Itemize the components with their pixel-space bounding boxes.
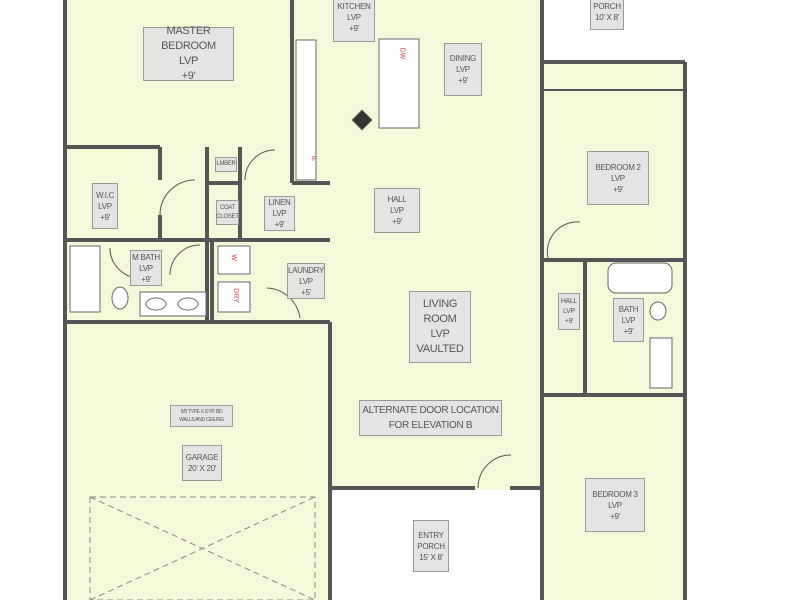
room-name: KITCHEN	[337, 1, 371, 11]
dishwasher-label: DW	[398, 47, 406, 60]
floor-type: LVP	[178, 55, 199, 67]
floor-type: LVP	[608, 500, 622, 510]
room-name: BEDROOM 3	[592, 489, 638, 499]
ceiling-height: +9'	[613, 184, 623, 194]
floor-type: LVP	[139, 263, 153, 273]
room-name: GARAGE	[185, 453, 219, 462]
floor-type: LVP	[611, 173, 625, 183]
floor-type: LVP	[390, 206, 404, 215]
room-name: W.I.C	[95, 190, 115, 200]
ceiling-height: +9'	[141, 274, 151, 284]
note-line-2: WALLS AND CEILING	[179, 417, 224, 423]
ceiling-height: +9'	[610, 511, 620, 521]
washer-label: W	[229, 254, 237, 261]
floor-type: LVP	[456, 65, 470, 74]
ceiling-type: VAULTED	[416, 343, 464, 355]
dimensions: 10' X 8'	[595, 13, 619, 22]
room-label-garage: GARAGE 20' X 20'	[182, 445, 222, 481]
note-line-1: ALTERNATE DOOR LOCATION	[362, 405, 499, 416]
floor-type: LVP	[272, 209, 287, 218]
ceiling-height: +9'	[274, 220, 285, 229]
doors	[109, 149, 581, 489]
ceiling-height: +9'	[181, 70, 196, 82]
room-name: M BATH	[132, 252, 160, 262]
room-name: DINING	[449, 54, 477, 63]
room-name: HALL	[560, 297, 578, 305]
ceiling-height: +9'	[623, 326, 634, 336]
floor-type: LVP	[621, 315, 636, 325]
room-label-coat-closet: COAT CLOSET	[216, 200, 239, 225]
room-name: COAT	[219, 204, 236, 211]
garage-door	[89, 496, 316, 600]
room-name: BATH	[618, 304, 639, 314]
room-label-living-room: LIVING ROOM LVP VAULTED	[409, 291, 471, 363]
ceiling-height: +9'	[392, 217, 402, 226]
floor-type: LVP	[98, 201, 112, 211]
room-name-2: CLOSET	[216, 213, 239, 220]
ceiling-height: +9'	[458, 76, 468, 85]
note-alternate-door: ALTERNATE DOOR LOCATION FOR ELEVATION B	[359, 400, 502, 436]
room-label-rear-porch: PORCH 10' X 8'	[590, 0, 624, 30]
room-name: LINEN	[268, 198, 291, 207]
floor-type: LVP	[563, 307, 575, 315]
room-name-2: PORCH	[417, 541, 445, 551]
room-name: LAUNDRY	[288, 265, 324, 275]
ceiling-height: +9'	[349, 23, 359, 33]
room-label-hall: HALL LVP +9'	[374, 188, 420, 233]
fridge-label: F	[312, 156, 317, 163]
room-name-2: ROOM	[423, 313, 457, 325]
note-line-2: FOR ELEVATION B	[388, 420, 473, 431]
ceiling-height: +9'	[564, 317, 574, 325]
dimensions: 15' X 8'	[419, 552, 443, 562]
room-name: HALL	[387, 195, 407, 204]
room-name: PORCH	[593, 2, 621, 11]
room-name: BEDROOM 2	[595, 162, 641, 172]
ceiling-height: +5'	[301, 287, 311, 297]
room-label-dining: DINING LVP +9'	[444, 43, 482, 96]
floor-type: LVP	[299, 276, 313, 286]
floor-type: LVP	[347, 12, 361, 22]
room-label-linen: LINEN LVP +9'	[264, 196, 295, 231]
walls	[63, 0, 687, 600]
note-line-1: 5/8 TYPE X GYP. BD	[180, 409, 223, 415]
room-label-hall-2: HALL LVP +9'	[558, 293, 580, 330]
room-name: LIVING	[422, 298, 458, 310]
ceiling-height: +9'	[100, 212, 110, 222]
room-label-master-bedroom: MASTER BEDROOM LVP +9'	[143, 25, 234, 82]
dryer-label: DRY	[231, 288, 239, 303]
fixtures	[69, 38, 673, 389]
room-label-pantry: LMBER	[215, 157, 237, 172]
room-name: MASTER BEDROOM	[161, 25, 216, 52]
room-name: ENTRY	[418, 530, 444, 540]
floor-type: LVP	[430, 328, 450, 340]
room-name: LMBER	[216, 161, 236, 167]
note-garage-fire-rating: 5/8 TYPE X GYP. BD WALLS AND CEILING	[170, 405, 233, 427]
dimensions: 20' X 20'	[188, 464, 216, 473]
